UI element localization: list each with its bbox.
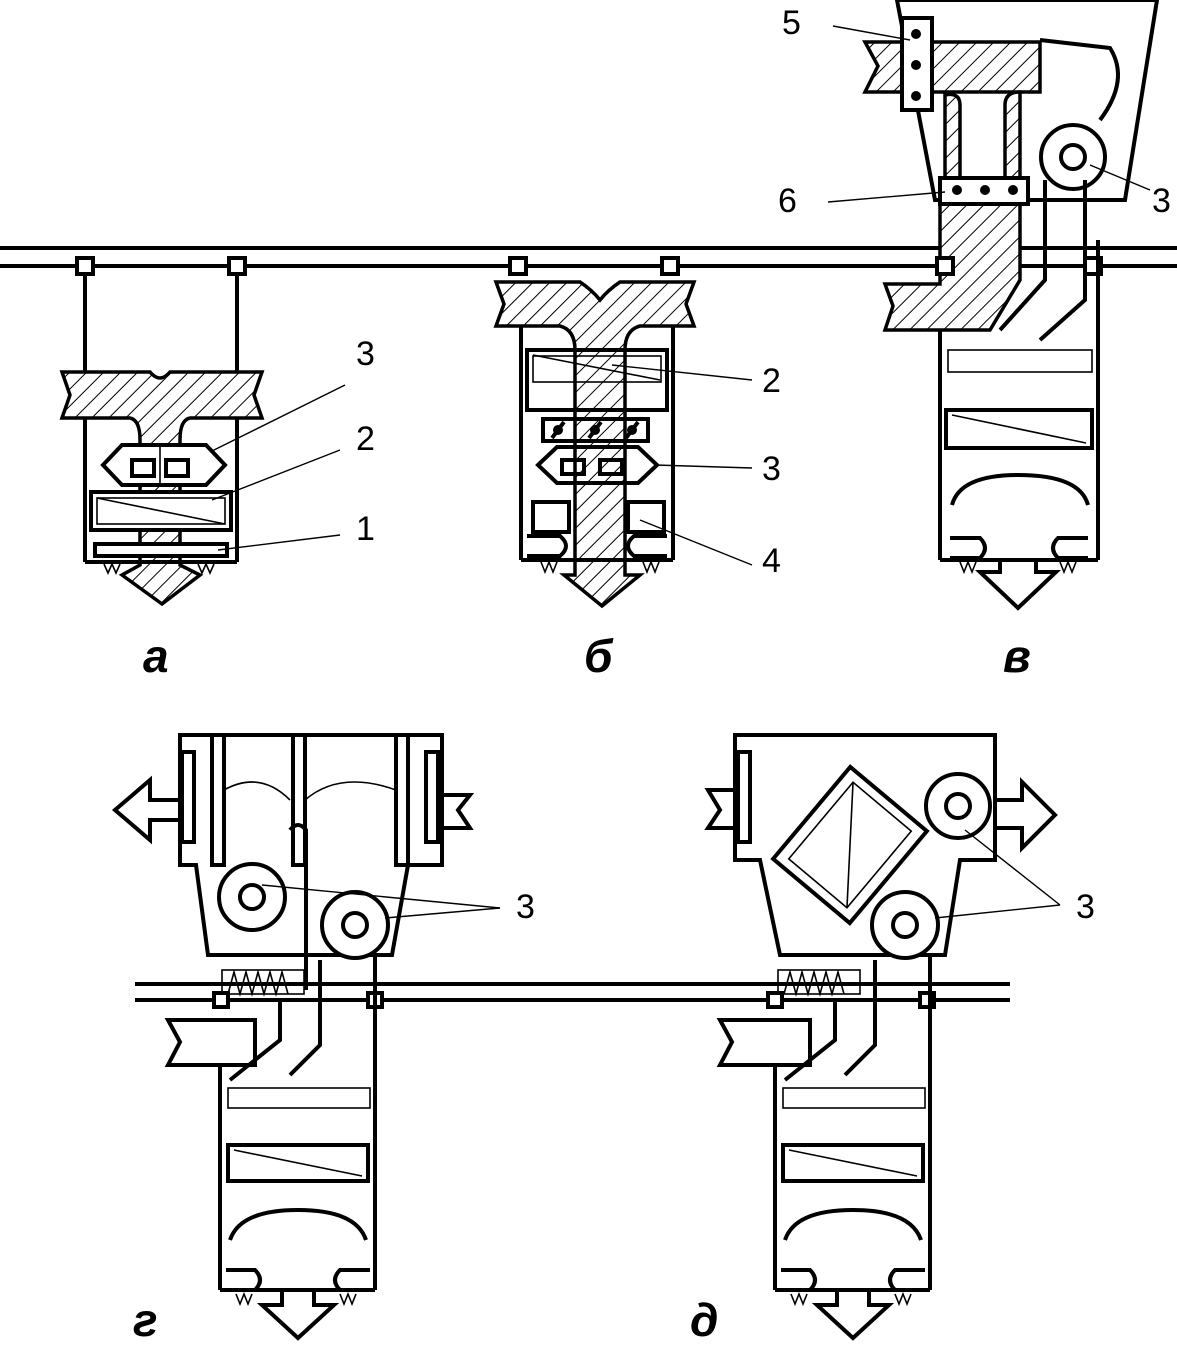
caption-d: д [690, 1294, 718, 1346]
panel-a: 3 2 1 а [59, 256, 375, 682]
caption-g: г [133, 1294, 158, 1346]
stem-hatched [493, 280, 697, 609]
label-v-2: 3 [1152, 182, 1171, 220]
label-b-1: 3 [762, 450, 781, 488]
label-b-2: 4 [762, 542, 781, 580]
label-a-0: 3 [356, 335, 375, 373]
panel-g: 3 г [111, 733, 535, 1346]
caption-v: в [1003, 630, 1031, 682]
label-a-1: 2 [356, 420, 375, 458]
label-d-0: 3 [1076, 888, 1095, 926]
panel-d: 3 д [690, 733, 1095, 1346]
stem-hatched [59, 370, 265, 607]
label-v-0: 5 [782, 4, 801, 42]
caption-a: а [143, 630, 169, 682]
label-g-0: 3 [516, 888, 535, 926]
label-b-0: 2 [762, 362, 781, 400]
panel-v: 5 6 3 в [778, 0, 1171, 682]
panel-b: 2 3 4 б [493, 256, 781, 682]
label-a-2: 1 [356, 510, 375, 548]
caption-b: б [584, 630, 614, 682]
label-v-1: 6 [778, 182, 797, 220]
